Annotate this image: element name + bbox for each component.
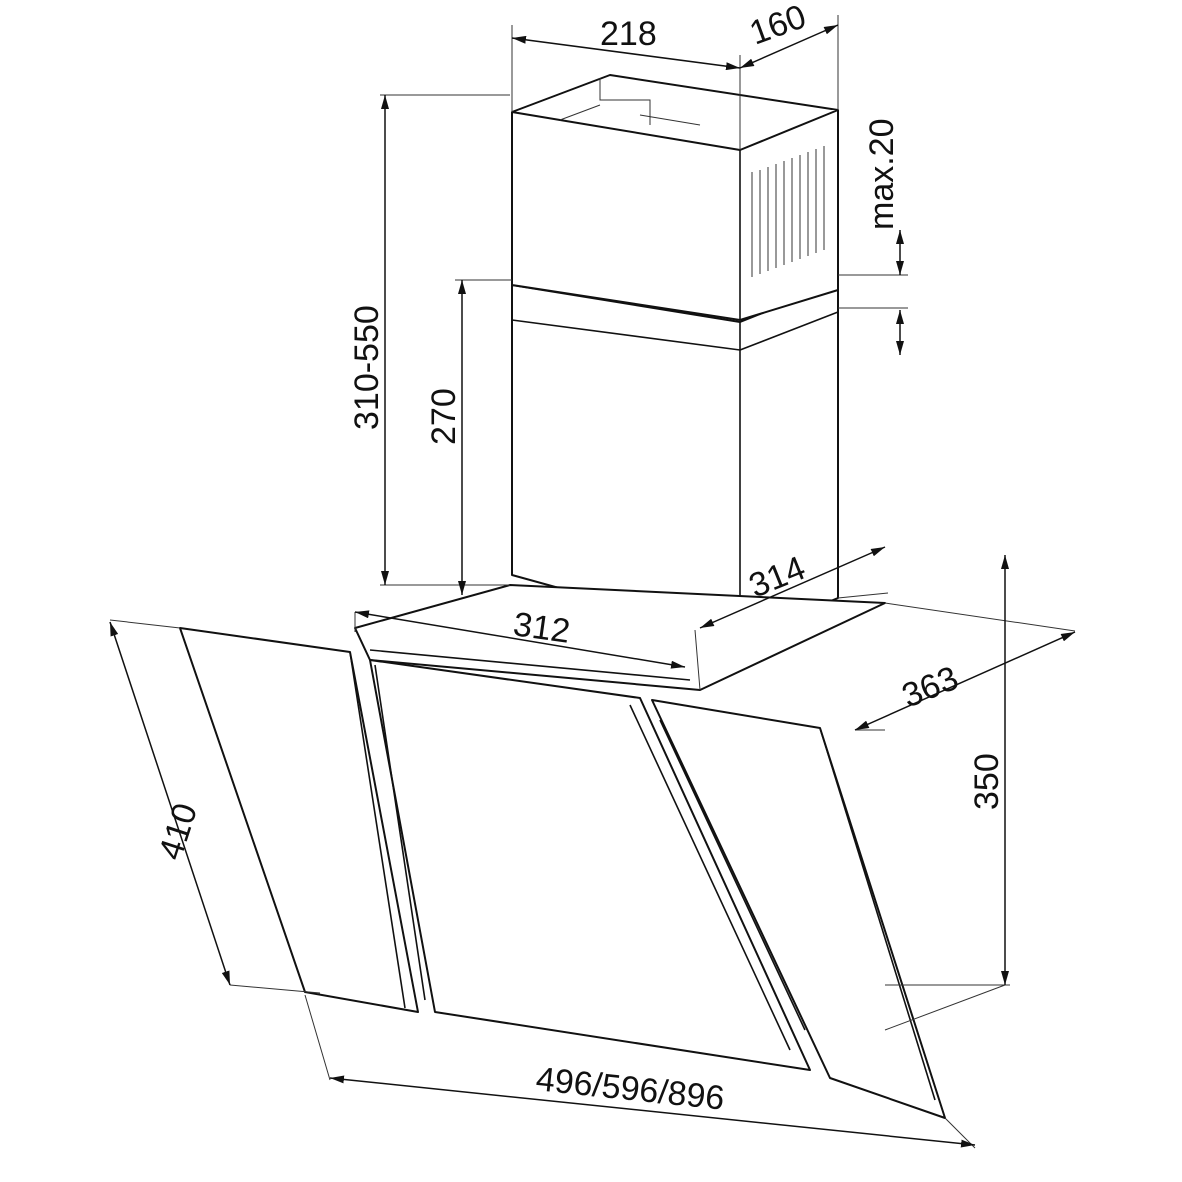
dimension-lines [109,24,1076,1148]
left-glass-panel [179,627,419,1013]
label-160: 160 [745,0,811,53]
label-218: 218 [600,15,657,53]
center-glass-panel [369,659,811,1071]
label-410: 410 [151,799,205,865]
upper-chimney [511,74,839,321]
label-350: 350 [968,753,1006,810]
label-270: 270 [425,388,463,445]
vent-slots [751,146,825,277]
label-310-550: 310-550 [348,305,386,430]
glass-panels [179,627,946,1119]
label-max20: max.20 [863,119,901,231]
label-363: 363 [897,659,964,715]
label-312: 312 [511,605,572,651]
